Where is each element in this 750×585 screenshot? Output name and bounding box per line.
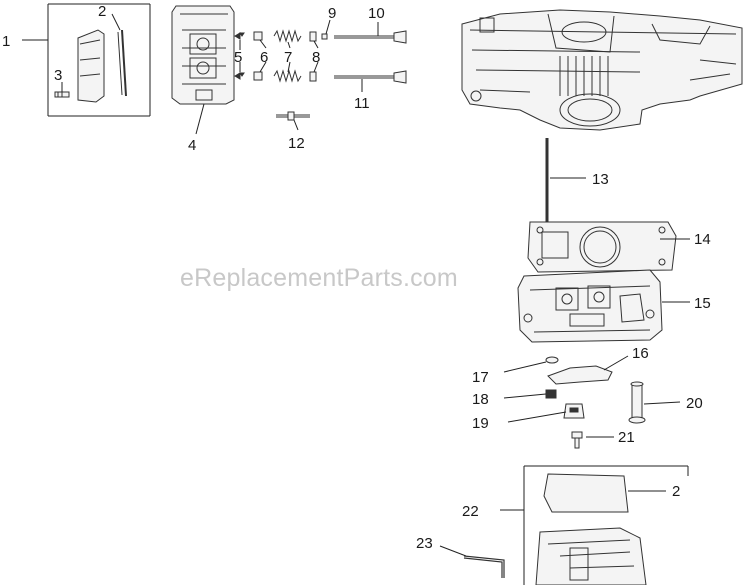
callout-16: 16 (632, 345, 649, 362)
callout-4: 4 (188, 137, 196, 154)
kit-1-bracket (22, 3, 151, 117)
callout-19: 19 (472, 415, 489, 432)
part-6-retainers (253, 31, 263, 81)
part-4-cylinder-head (171, 5, 235, 105)
callout-7: 7 (284, 49, 292, 66)
callout-11: 11 (354, 95, 370, 112)
callout-21: 21 (618, 429, 635, 446)
callout-6: 6 (260, 49, 268, 66)
part-10-valve (334, 30, 407, 44)
callout-22: 22 (462, 503, 479, 520)
callout-9: 9 (328, 5, 336, 22)
part-11-valve (334, 70, 407, 84)
callout-2-kit22: 2 (672, 483, 680, 500)
engine-block (461, 9, 743, 131)
part-23-bracket (463, 555, 505, 578)
part-valve-cover (535, 527, 647, 585)
part-21-screw (571, 431, 583, 449)
callout-2-kit1: 2 (98, 3, 106, 20)
part-5-keepers (234, 32, 245, 80)
kit-22-bracket (500, 465, 689, 585)
callout-3: 3 (54, 67, 62, 84)
callout-12: 12 (288, 135, 305, 152)
callout-20: 20 (686, 395, 703, 412)
callout-15: 15 (694, 295, 711, 312)
callout-10: 10 (368, 5, 385, 22)
callout-5: 5 (234, 49, 242, 66)
callout-23: 23 (416, 535, 433, 552)
callout-14: 14 (694, 231, 711, 248)
callout-1: 1 (2, 33, 10, 50)
part-3-screw (54, 91, 70, 98)
part-19-guide (563, 403, 585, 419)
part-17-nut (545, 356, 559, 364)
callout-13: 13 (592, 171, 609, 188)
part-9-cap (321, 33, 328, 40)
part-valve-cover-kit (77, 29, 105, 103)
part-14-head-gasket (527, 221, 677, 273)
part-15-head-assembly (517, 269, 663, 343)
part-8-valve-seals (309, 31, 317, 82)
leader-lines (61, 13, 690, 557)
callout-labels: 1 2 3 4 5 6 7 8 9 10 11 12 13 14 15 16 1… (2, 3, 711, 552)
part-20-stud (628, 381, 646, 424)
part-2-cover-gasket (543, 473, 629, 513)
part-16-rocker-arm (547, 365, 613, 385)
watermark: eReplacementParts.com (180, 264, 458, 292)
part-7-valve-springs (273, 29, 302, 83)
part-12-bolt (276, 111, 310, 121)
callout-18: 18 (472, 391, 489, 408)
part-18-pivot (545, 389, 557, 399)
part-2-gasket (117, 29, 127, 97)
callout-8: 8 (312, 49, 320, 66)
callout-17: 17 (472, 369, 489, 386)
